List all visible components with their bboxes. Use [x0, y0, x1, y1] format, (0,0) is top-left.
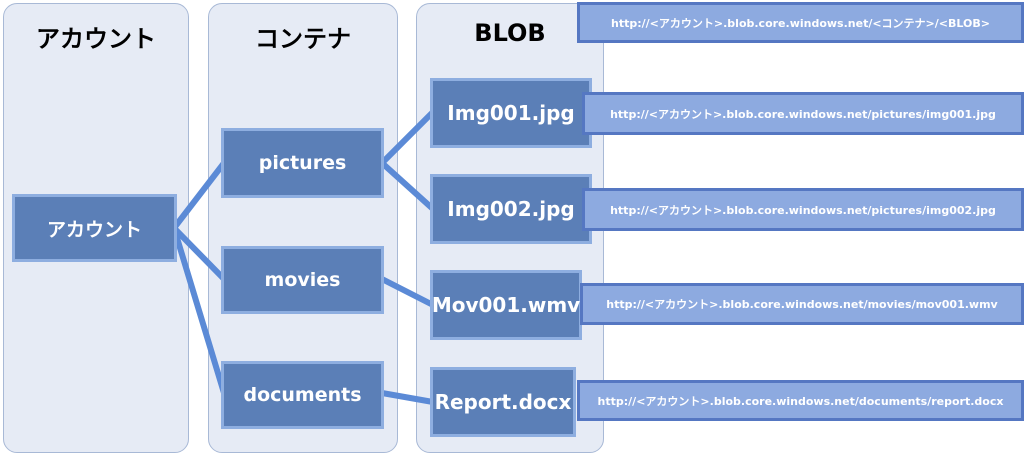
blob-node-img002: Img002.jpg	[430, 174, 592, 244]
account-column-title: アカウント	[36, 25, 156, 53]
link-account-documents	[171, 225, 227, 396]
link-account-pictures	[171, 160, 227, 231]
url-mov001-box: http://<アカウント>.blob.core.windows.net/mov…	[580, 283, 1024, 325]
container-node-documents: documents	[221, 361, 384, 429]
blob-node-mov001: Mov001.wmv	[430, 270, 582, 340]
blob-node-img001: Img001.jpg	[430, 78, 592, 148]
container-node-movies: movies	[221, 246, 384, 314]
url-report-box: http://<アカウント>.blob.core.windows.net/doc…	[577, 380, 1024, 421]
link-movies-mov001	[379, 276, 436, 308]
container-column-title: コンテナ	[255, 25, 351, 53]
url-img002-box: http://<アカウント>.blob.core.windows.net/pic…	[582, 188, 1024, 231]
url-img001-box: http://<アカウント>.blob.core.windows.net/pic…	[582, 92, 1024, 135]
blob-column-title: BLOB	[474, 19, 546, 47]
link-pictures-img001	[379, 109, 436, 166]
container-node-pictures: pictures	[221, 128, 384, 198]
url-template-box: http://<アカウント>.blob.core.windows.net/<コン…	[577, 2, 1024, 43]
link-documents-report	[379, 390, 436, 405]
account-node: アカウント	[12, 194, 177, 262]
blob-node-report: Report.docx	[430, 367, 576, 437]
link-account-movies	[171, 225, 227, 282]
link-pictures-img002	[379, 160, 436, 212]
